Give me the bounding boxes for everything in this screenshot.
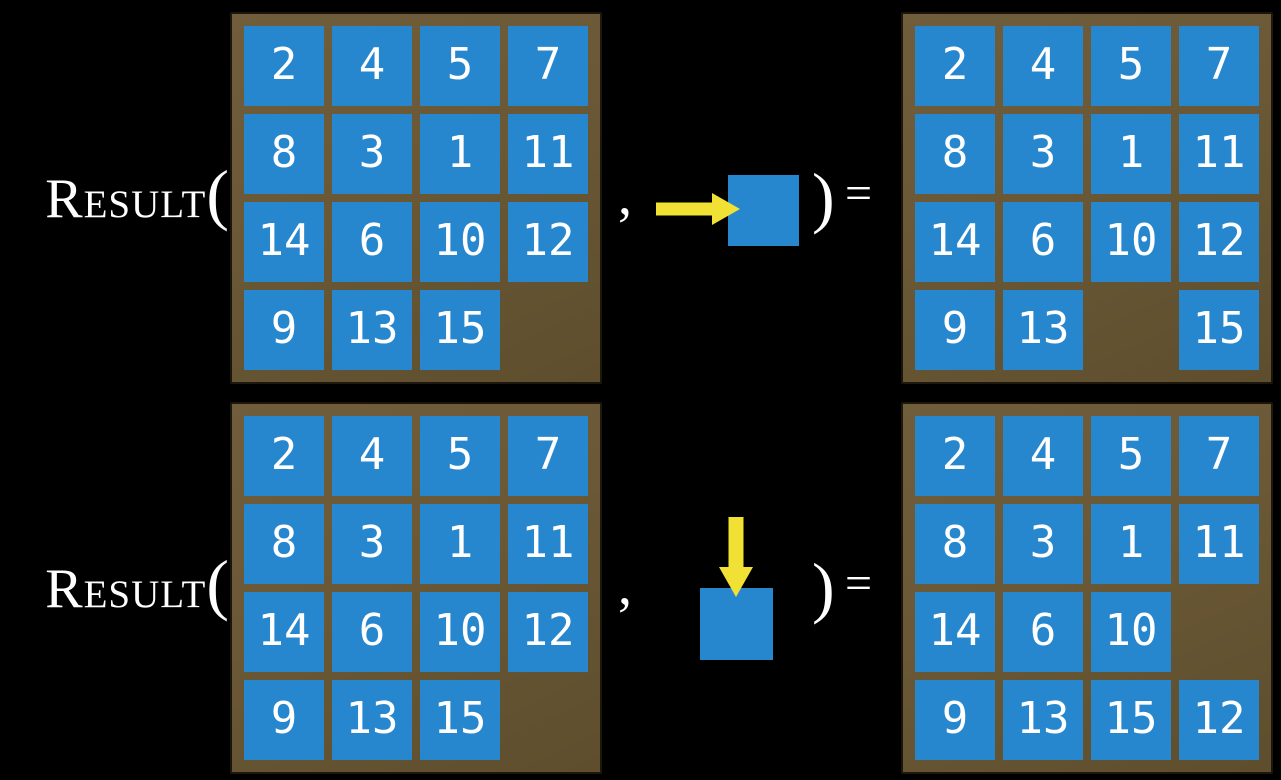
arrow-right-icon <box>656 193 740 230</box>
comma-separator: , <box>618 165 632 227</box>
puzzle-tile-11: 11 <box>1179 114 1259 194</box>
puzzle-tile-15: 15 <box>420 290 500 370</box>
puzzle-tile-1: 1 <box>1091 114 1171 194</box>
puzzle-tile-12: 12 <box>1179 680 1259 760</box>
puzzle-tile-6: 6 <box>332 202 412 282</box>
puzzle-tile-4: 4 <box>1003 416 1083 496</box>
puzzle-tile-3: 3 <box>332 504 412 584</box>
equals-sign: = <box>845 557 873 610</box>
puzzle-tile-7: 7 <box>508 26 588 106</box>
puzzle-tile-10: 10 <box>1091 202 1171 282</box>
puzzle-tile-7: 7 <box>1179 416 1259 496</box>
puzzle-tile-1: 1 <box>420 504 500 584</box>
puzzle-tile-8: 8 <box>915 504 995 584</box>
function-name: Result <box>45 558 207 620</box>
puzzle-tile-5: 5 <box>1091 416 1171 496</box>
open-paren: ( <box>206 546 229 622</box>
puzzle-tile-5: 5 <box>420 416 500 496</box>
puzzle-tile-11: 11 <box>508 114 588 194</box>
puzzle-tile-14: 14 <box>244 202 324 282</box>
puzzle-tile-15: 15 <box>420 680 500 760</box>
puzzle-tile-13: 13 <box>1003 680 1083 760</box>
puzzle-tile-3: 3 <box>1003 504 1083 584</box>
puzzle-tile-13: 13 <box>1003 290 1083 370</box>
puzzle-tile-15: 15 <box>1091 680 1171 760</box>
puzzle-tile-11: 11 <box>508 504 588 584</box>
puzzle-tile-2: 2 <box>915 416 995 496</box>
puzzle-tile-6: 6 <box>1003 592 1083 672</box>
puzzle-tile-12: 12 <box>1179 202 1259 282</box>
puzzle-tile-12: 12 <box>508 202 588 282</box>
puzzle-tile-11: 11 <box>1179 504 1259 584</box>
puzzle-tile-9: 9 <box>915 680 995 760</box>
puzzle-tile-8: 8 <box>244 504 324 584</box>
puzzle-tile-15: 15 <box>1179 290 1259 370</box>
blank-cell <box>508 680 588 760</box>
puzzle-tile-2: 2 <box>244 416 324 496</box>
puzzle-tile-3: 3 <box>332 114 412 194</box>
puzzle-tile-8: 8 <box>915 114 995 194</box>
puzzle-tile-4: 4 <box>332 416 412 496</box>
puzzle-tile-1: 1 <box>420 114 500 194</box>
move-tile <box>728 175 799 246</box>
puzzle-tile-13: 13 <box>332 290 412 370</box>
blank-cell <box>1091 290 1171 370</box>
puzzle-tile-6: 6 <box>332 592 412 672</box>
puzzle-tile-9: 9 <box>244 290 324 370</box>
puzzle-tile-1: 1 <box>1091 504 1171 584</box>
puzzle-tile-4: 4 <box>1003 26 1083 106</box>
puzzle-tile-6: 6 <box>1003 202 1083 282</box>
puzzle-tile-14: 14 <box>244 592 324 672</box>
puzzle-tile-14: 14 <box>915 202 995 282</box>
blank-cell <box>508 290 588 370</box>
equals-sign: = <box>845 167 873 220</box>
puzzle-tile-10: 10 <box>420 202 500 282</box>
puzzle-tile-4: 4 <box>332 26 412 106</box>
puzzle-tile-8: 8 <box>244 114 324 194</box>
comma-separator: , <box>618 555 632 617</box>
puzzle-tile-3: 3 <box>1003 114 1083 194</box>
arrow-down-icon <box>719 517 753 602</box>
puzzle-tile-7: 7 <box>1179 26 1259 106</box>
puzzle-tile-7: 7 <box>508 416 588 496</box>
puzzle-tile-13: 13 <box>332 680 412 760</box>
close-paren: ) <box>812 549 835 625</box>
puzzle-tile-12: 12 <box>508 592 588 672</box>
blank-cell <box>1179 592 1259 672</box>
open-paren: ( <box>206 156 229 232</box>
puzzle-tile-14: 14 <box>915 592 995 672</box>
close-paren: ) <box>812 159 835 235</box>
puzzle-tile-2: 2 <box>915 26 995 106</box>
puzzle-tile-9: 9 <box>915 290 995 370</box>
puzzle-tile-10: 10 <box>1091 592 1171 672</box>
function-name: Result <box>45 168 207 230</box>
move-tile <box>700 588 773 660</box>
puzzle-tile-9: 9 <box>244 680 324 760</box>
puzzle-tile-2: 2 <box>244 26 324 106</box>
function-label: Result( <box>0 550 229 622</box>
puzzle-tile-5: 5 <box>1091 26 1171 106</box>
puzzle-tile-10: 10 <box>420 592 500 672</box>
puzzle-tile-5: 5 <box>420 26 500 106</box>
function-label: Result( <box>0 160 229 232</box>
